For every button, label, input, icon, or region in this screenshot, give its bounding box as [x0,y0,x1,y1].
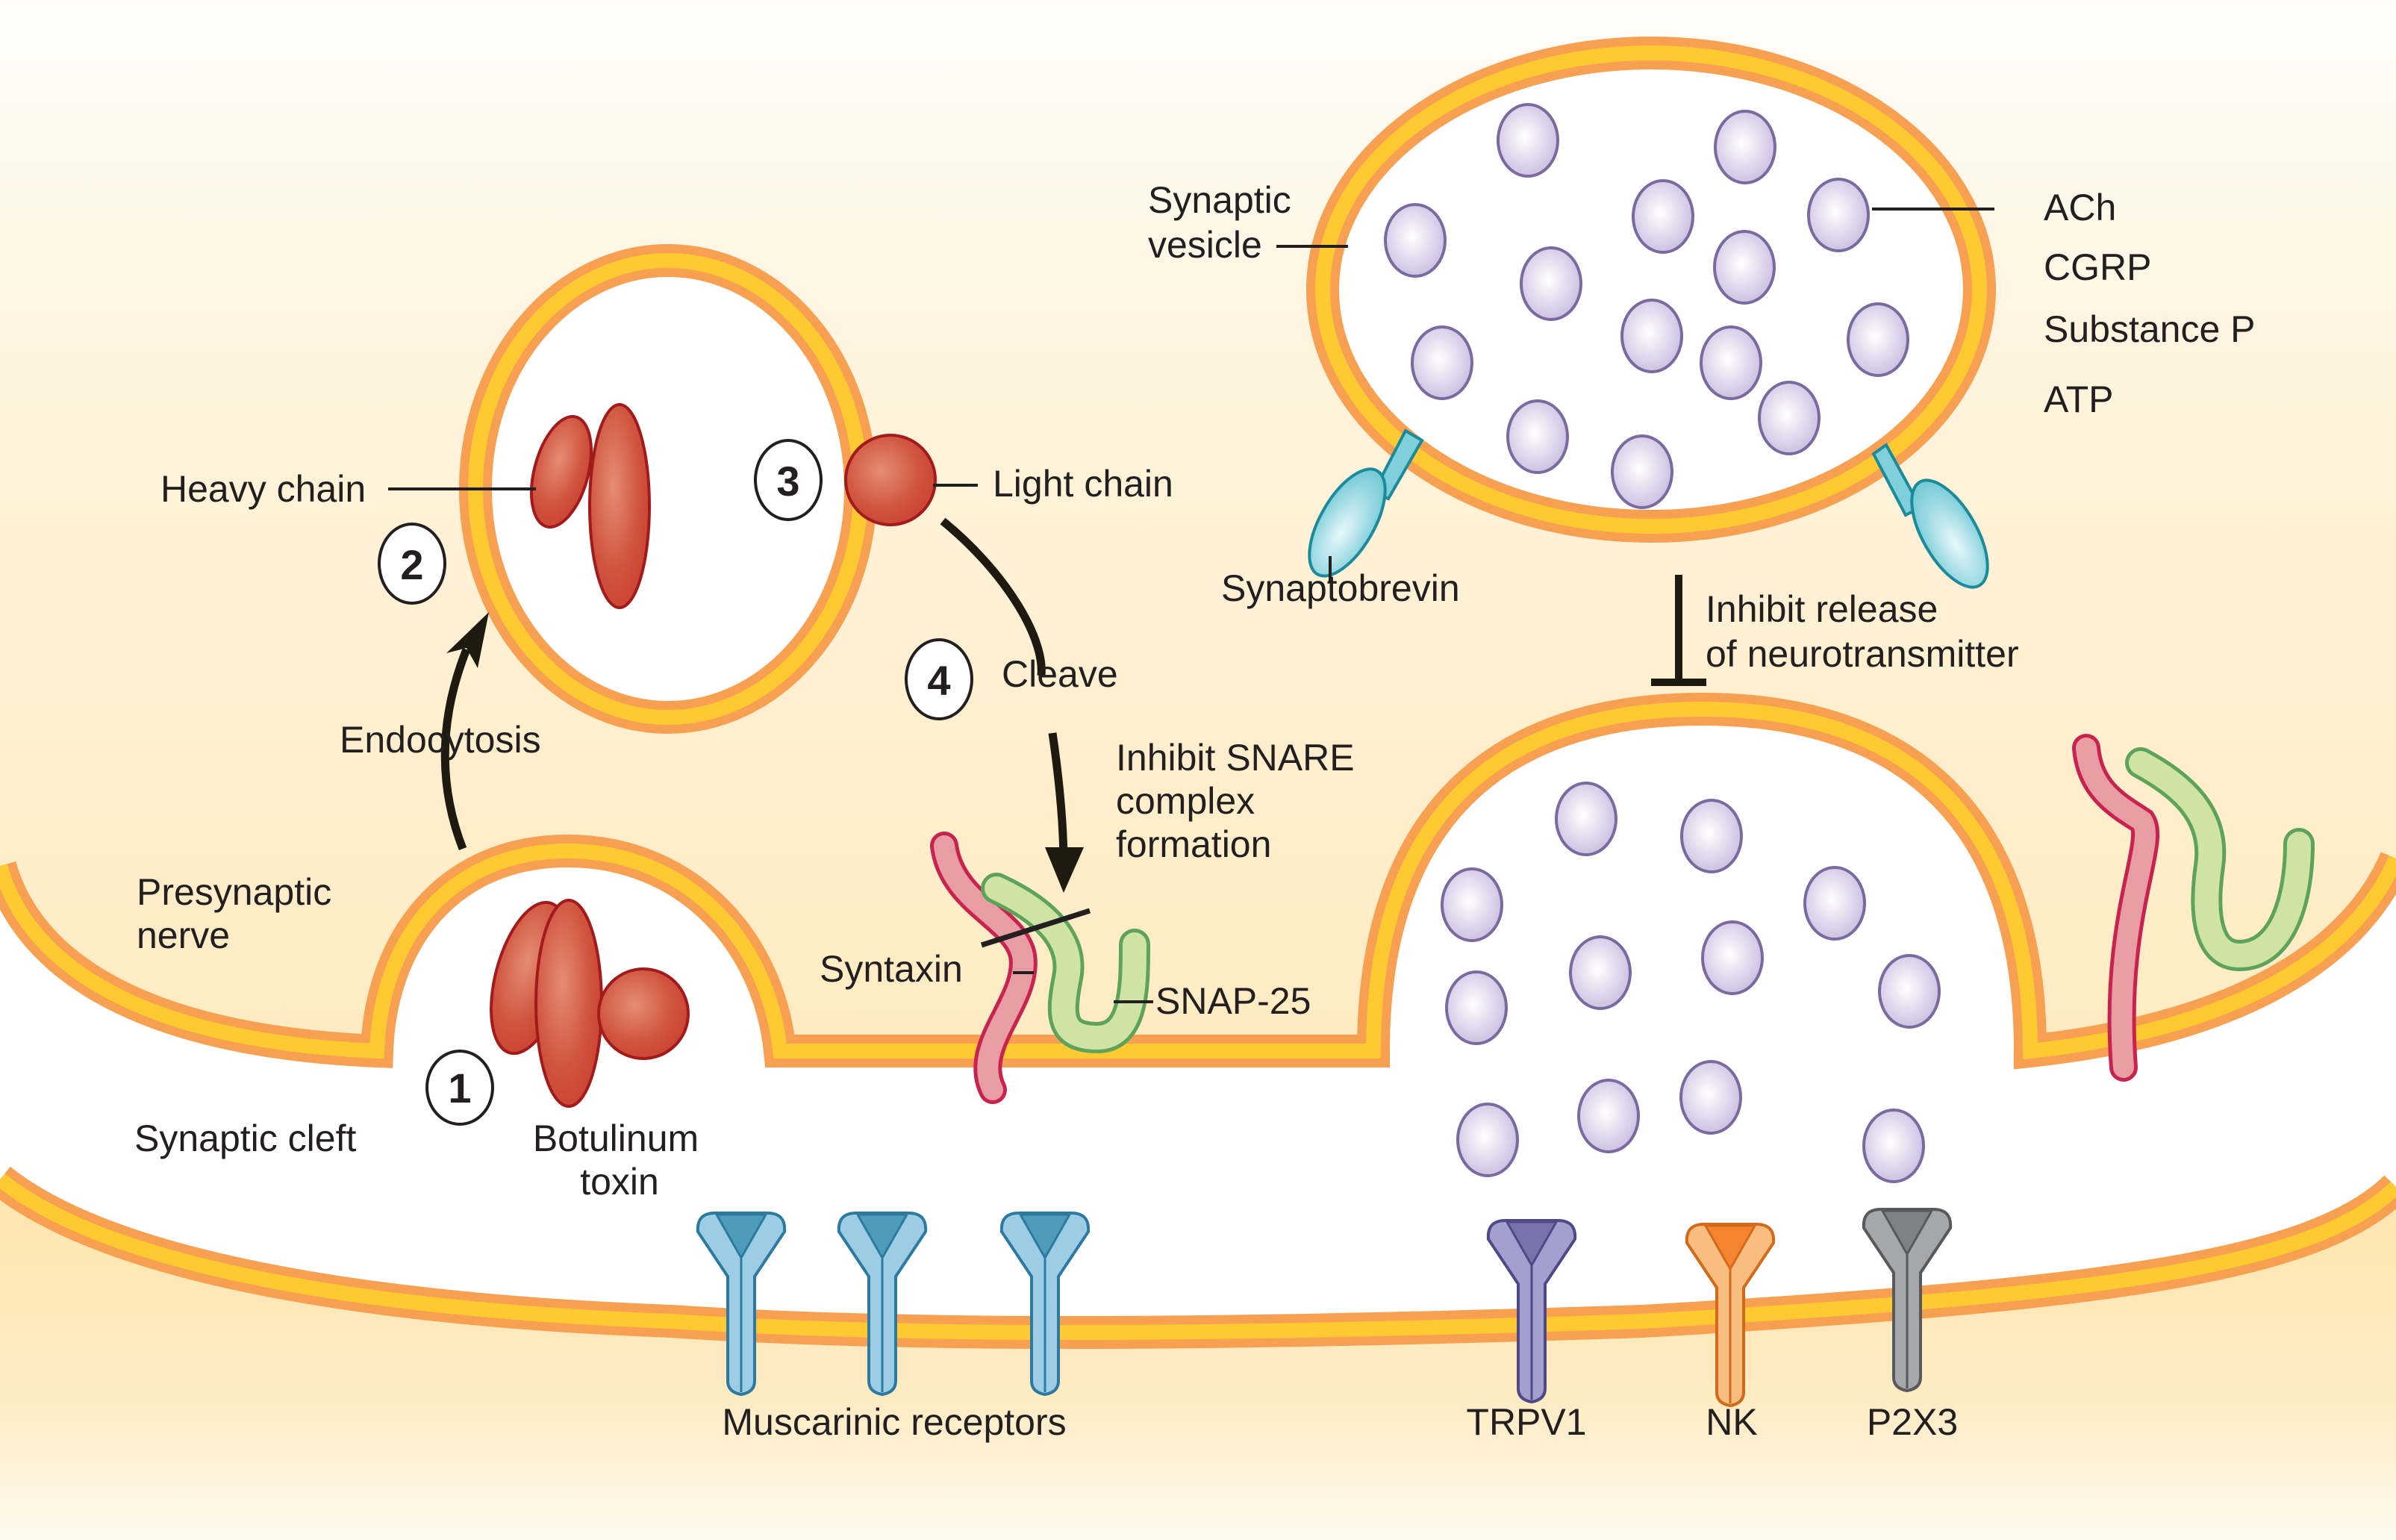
neurotransmitter-particle [1577,1079,1640,1153]
neurotransmitter-particle [1384,203,1447,278]
snap25-label: SNAP-25 [1155,980,1311,1022]
neurotransmitter-particles [1384,103,1941,1183]
neurotransmitter-particle [1700,325,1762,400]
trpv1-receptor [1486,1219,1577,1404]
neurotransmitter-particle [1506,399,1569,474]
neurotransmitter-particle [1632,179,1694,254]
inhibit-snare-label-3: formation [1116,823,1271,865]
synaptic-vesicle-label-2: vesicle [1148,224,1262,266]
muscarinic-receptor [999,1212,1091,1397]
neurotransmitter-particle [1758,381,1821,455]
synaptobrevin-label: Synaptobrevin [1221,567,1460,609]
neurotransmitter-particle [1680,799,1743,873]
neurotransmitter-particle [1411,325,1473,400]
neurotransmitter-particle [1555,782,1617,856]
cleavage-mark [980,908,1091,948]
botulinum-toxin [490,899,690,1108]
snare-complex-left [930,832,1150,1104]
muscarinic-receptor [837,1212,928,1397]
muscarinic-receptors-label: Muscarinic receptors [722,1401,1066,1443]
botulinum-label-2: toxin [580,1161,659,1203]
nk-label: NK [1706,1401,1757,1443]
svg-text:2: 2 [400,541,423,588]
muscarinic-receptor [696,1212,787,1397]
neurotransmitter-particle [1520,246,1582,321]
neurotransmitter-particle [1445,970,1508,1045]
neurotransmitter-substance-p: Substance P [2044,308,2256,350]
neurotransmitter-particle [1701,920,1764,995]
step-4-badge: 4 [905,638,973,720]
postsynaptic-membrane [0,1166,2396,1349]
neurotransmitter-particle [1620,299,1683,373]
neurotransmitter-particle [1803,866,1866,941]
syntaxin-label: Syntaxin [820,948,963,990]
svg-text:4: 4 [927,657,950,704]
neurotransmitter-particle [1862,1109,1925,1183]
presynaptic-membrane [0,692,2396,1070]
svg-text:3: 3 [776,458,799,505]
step-2-badge: 2 [378,523,446,605]
light-chain [844,434,937,526]
synaptic-cleft-label: Synaptic cleft [134,1117,356,1159]
step-1-badge: 1 [425,1050,494,1126]
neurotransmitter-particle [1807,178,1870,252]
heavy-chain-small [530,415,593,529]
step-3-badge: 3 [754,439,823,521]
neurotransmitter-particle [1713,230,1776,305]
neurotransmitter-particle [1441,867,1503,942]
presynaptic-nerve-label-2: nerve [137,914,230,956]
p2x3-receptor [1862,1208,1953,1393]
cleave-label: Cleave [1002,653,1118,695]
inhibit-release-bar [1651,575,1706,686]
svg-text:1: 1 [448,1064,471,1112]
heavy-chain-large [588,403,651,609]
botulinum-label-1: Botulinum [533,1117,699,1159]
neurotransmitter-ach: ACh [2044,187,2116,228]
neurotransmitter-particle [1497,103,1559,178]
presynaptic-nerve-label-1: Presynaptic [137,871,331,913]
inhibit-release-label-2: of neurotransmitter [1706,633,2019,675]
neurotransmitter-cgrp: CGRP [2044,246,2151,288]
heavy-chain-label: Heavy chain [160,468,366,510]
endocytosis-arrow [440,612,489,850]
neurotransmitter-particle [1714,110,1776,184]
synaptobrevin-right [1871,443,1989,589]
p2x3-label: P2X3 [1867,1401,1958,1443]
cleave-arrow [940,517,1084,893]
neurotransmitter-particle [1847,302,1909,377]
light-chain-label: Light chain [993,463,1173,505]
inhibit-release-label-1: Inhibit release [1706,588,1938,630]
trpv1-label: TRPV1 [1466,1401,1586,1443]
synaptobrevin-left [1308,428,1424,578]
inhibit-snare-label-1: Inhibit SNARE [1116,737,1355,779]
neurotransmitter-particle [1878,954,1941,1029]
snare-complex-right [2072,734,2315,1082]
neurotransmitter-particle [1611,434,1673,509]
receptors [696,1208,1953,1408]
syntaxin-protein [934,835,1034,1100]
synaptic-vesicle-label-1: Synaptic [1148,179,1291,221]
neurotransmitter-atp: ATP [2044,378,2114,420]
neurotransmitter-particle [1679,1060,1742,1135]
inhibit-snare-label-2: complex [1116,780,1255,822]
neurotransmitter-particle [1569,935,1632,1010]
endocytosis-label: Endocytosis [340,719,541,761]
postsynaptic-cytoplasm [0,1179,2396,1540]
nk-receptor [1685,1223,1776,1408]
neurotransmitter-particle [1456,1103,1519,1177]
